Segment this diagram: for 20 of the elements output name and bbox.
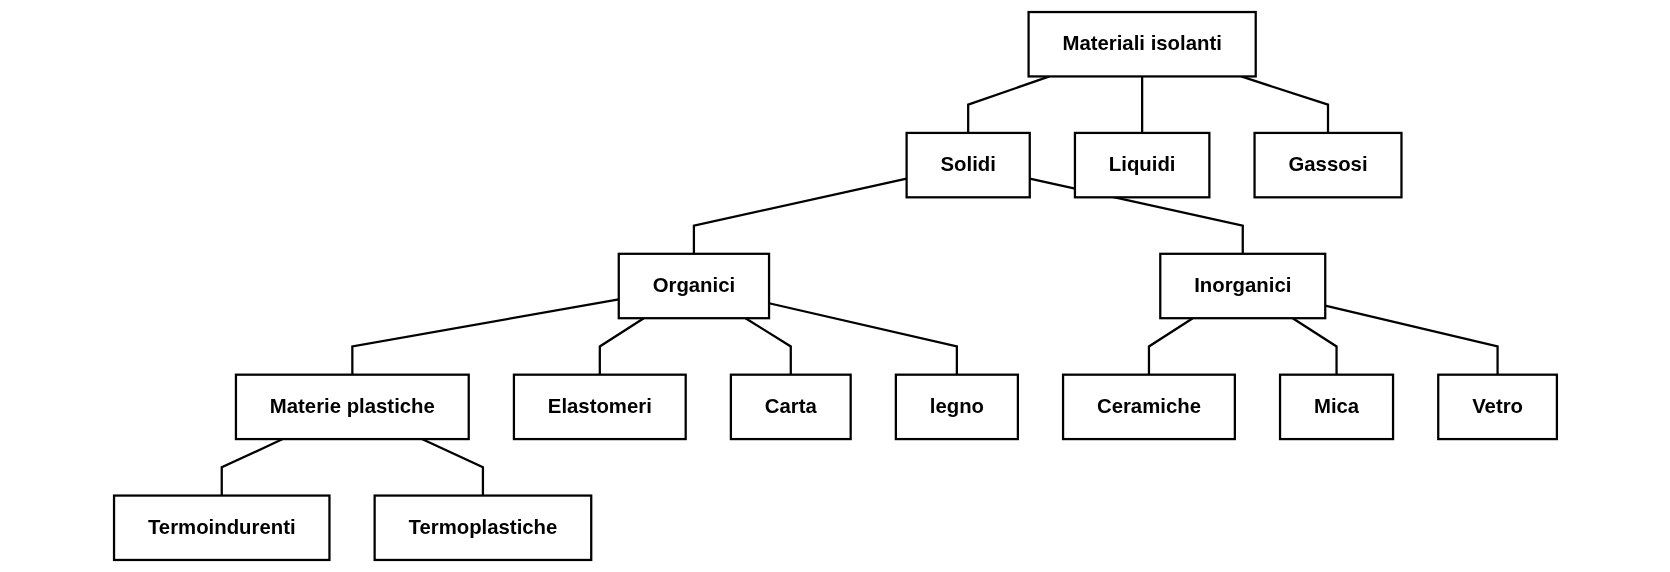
node-box: Materiali isolanti [1027, 10, 1257, 78]
node-box: Liquidi [1073, 131, 1211, 199]
connector [692, 177, 907, 254]
connector [350, 298, 619, 375]
node-box: Materie plastiche [234, 373, 470, 441]
node-box: Ceramiche [1061, 373, 1236, 441]
node-box: Carta [729, 373, 852, 441]
node-box: Solidi [905, 131, 1031, 199]
connector [768, 302, 958, 375]
node-box: Termoplastiche [373, 494, 592, 562]
connector [1140, 76, 1143, 133]
node-box: Inorganici [1158, 252, 1326, 320]
node-box: Gassosi [1252, 131, 1403, 199]
node-box: legno [894, 373, 1019, 441]
node-box: Elastomeri [512, 373, 687, 441]
connector [1324, 304, 1499, 375]
node-box: Termoindurenti [112, 494, 331, 562]
node-box: Vetro [1436, 373, 1558, 441]
node-box: Organici [617, 252, 770, 320]
node-box: Mica [1278, 373, 1394, 441]
